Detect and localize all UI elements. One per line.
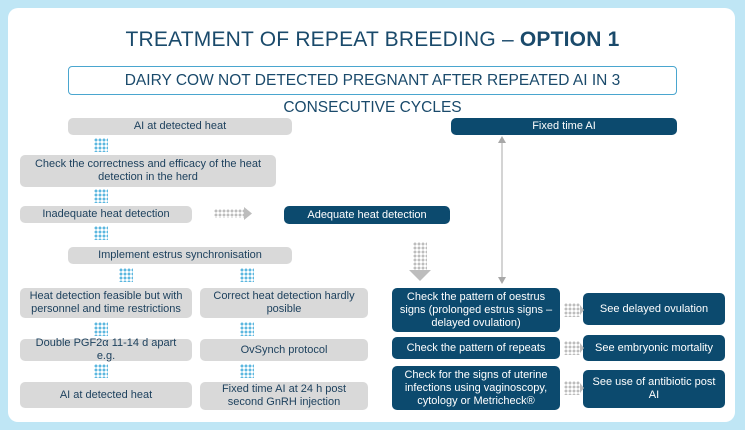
fixed-time-connector-arrow-down: [498, 277, 506, 284]
arrow-right-repeats: [564, 341, 580, 355]
arrow-right-uterine: [564, 381, 580, 395]
check-uterine-box: Check for the signs of uterine infection…: [392, 366, 560, 410]
arrow-down-1: [94, 138, 108, 152]
adequate-heat-box: Adequate heat detection: [284, 206, 450, 224]
arrow-down-6b: [240, 364, 254, 378]
see-antibiotic-box: See use of antibiotic post AI: [583, 370, 725, 408]
arrow-right-repeats-head: [580, 343, 584, 353]
arrow-right-adequate: [214, 209, 244, 218]
ai-detected-heat-top-box: AI at detected heat: [68, 118, 292, 135]
arrow-down-4a: [119, 268, 133, 282]
fixed-time-ai-box: Fixed time AI: [451, 118, 677, 135]
arrow-right-oestrus: [564, 303, 580, 317]
arrow-right-adequate-head: [244, 207, 252, 220]
title-main: TREATMENT OF REPEAT BREEDING –: [125, 28, 520, 51]
page-title: TREATMENT OF REPEAT BREEDING – OPTION 1: [0, 28, 745, 52]
arrow-down-5b: [240, 322, 254, 336]
fixed-time-connector-arrow-up: [498, 136, 506, 143]
check-oestrus-box: Check the pattern of oestrus signs (prol…: [392, 288, 560, 332]
ai-detected-heat-bottom-box: AI at detected heat: [20, 382, 192, 408]
arrow-down-adequate: [413, 242, 427, 270]
see-embryonic-box: See embryonic mortality: [583, 335, 725, 361]
subtitle-banner: DAIRY COW NOT DETECTED PREGNANT AFTER RE…: [68, 66, 677, 116]
correct-hardly-box: Correct heat detection hardly posible: [200, 288, 368, 318]
fixed-time-24h-box: Fixed time AI at 24 h post second GnRH i…: [200, 382, 368, 410]
ovsynch-box: OvSynch protocol: [200, 339, 368, 361]
arrow-down-4b: [240, 268, 254, 282]
see-delayed-box: See delayed ovulation: [583, 293, 725, 325]
title-option: OPTION 1: [519, 28, 620, 51]
arrow-down-adequate-head: [409, 270, 431, 281]
inadequate-heat-box: Inadequate heat detection: [20, 206, 192, 223]
arrow-down-6a: [94, 364, 108, 378]
arrow-down-5a: [94, 322, 108, 336]
feasible-box: Heat detection feasible but with personn…: [20, 288, 192, 318]
arrow-right-uterine-head: [580, 383, 584, 393]
double-pgf-box: Double PGF2α 11-14 d apart e.g.: [20, 337, 192, 362]
arrow-down-2: [94, 189, 108, 203]
implement-sync-box: Implement estrus synchronisation: [68, 247, 292, 264]
arrow-down-3: [94, 226, 108, 240]
check-repeats-box: Check the pattern of repeats: [392, 337, 560, 359]
arrow-right-oestrus-head: [580, 305, 584, 315]
check-correctness-box: Check the correctness and efficacy of th…: [20, 155, 276, 187]
